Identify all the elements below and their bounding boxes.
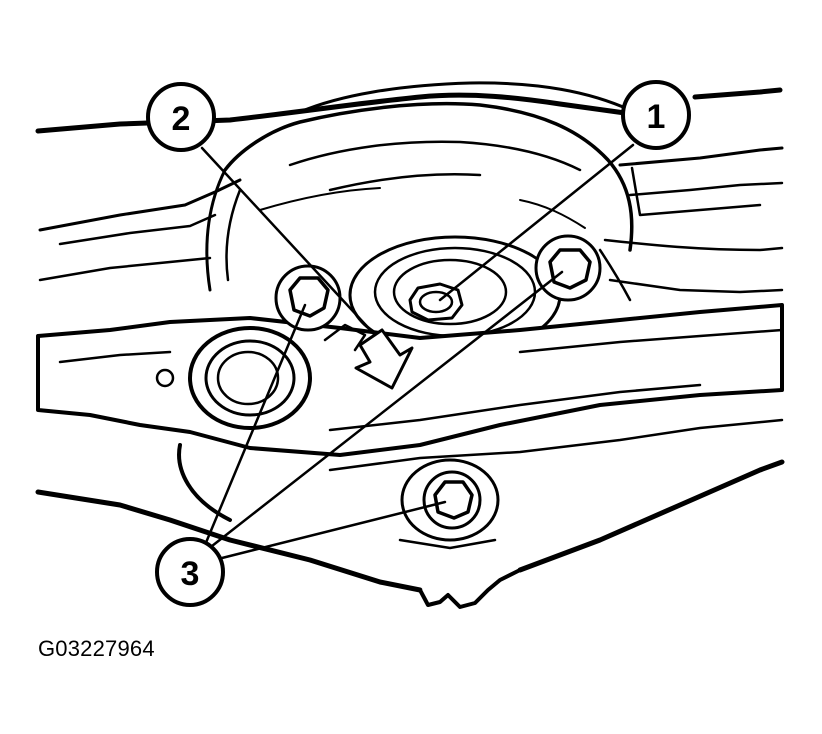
housing-outline (223, 101, 634, 252)
lower-lug-inner (398, 538, 497, 550)
frame-top-edge (298, 81, 632, 114)
callout-1: 1 (621, 80, 691, 150)
right-flange-bottom (608, 278, 784, 294)
bolt-upper-left-washer (274, 264, 342, 332)
bolt-upper-left-head (288, 276, 330, 318)
housing-left-side (205, 168, 227, 292)
center-nut-face (418, 290, 454, 314)
leader-3a (203, 303, 307, 547)
lower-lug (418, 568, 522, 609)
right-bracket (598, 248, 632, 302)
lower-frame-top (177, 443, 232, 522)
lower-frame-edge (35, 489, 423, 593)
bolt-lower-washer (422, 470, 482, 530)
arm-lower-groove (328, 383, 702, 432)
callout-2: 2 (146, 82, 216, 152)
callout-3: 3 (155, 537, 225, 607)
right-flange-inner (628, 181, 784, 197)
right-flange (618, 146, 784, 167)
left-flange-inner (58, 213, 217, 246)
arm-inner-edge-right (518, 328, 784, 354)
bushing-mid (204, 339, 296, 417)
bolt-upper-right-head (548, 248, 592, 290)
figure-code: G03227964 (38, 636, 155, 661)
alignment-arrow (354, 328, 414, 390)
bolt-lower-boss (400, 458, 500, 542)
left-flange (38, 178, 242, 232)
upper-frame-line (35, 92, 628, 134)
bushing-outer (188, 326, 312, 430)
upper-right-frame-line (692, 87, 783, 100)
housing-left-wall (225, 188, 242, 282)
leader-2 (200, 146, 377, 337)
bolt-upper-right-washer (534, 234, 602, 302)
leader-3b (210, 270, 564, 548)
housing-ridge-2 (328, 172, 482, 192)
housing-ridge-4 (519, 199, 586, 229)
housing-ridge-3 (259, 187, 381, 211)
callout-label-1: 1 (647, 98, 666, 136)
lower-frame-right (517, 459, 785, 573)
left-flange-lower (38, 256, 212, 282)
housing-ridge-1 (288, 140, 582, 172)
callout-label-3: 3 (181, 555, 200, 593)
alignment-tab (323, 323, 367, 352)
callout-label-2: 2 (172, 100, 191, 138)
bushing-inner (216, 350, 280, 406)
arm-small-hole (155, 368, 175, 388)
hub-ring-inner (392, 258, 508, 326)
bolt-lower-head (433, 480, 474, 520)
leader-1 (438, 143, 635, 302)
lower-frame-inner (328, 418, 784, 472)
arm-inner-edge (58, 350, 172, 364)
right-flange-lower (603, 238, 784, 252)
right-flange-box (630, 166, 762, 217)
leader-3c (220, 500, 447, 560)
